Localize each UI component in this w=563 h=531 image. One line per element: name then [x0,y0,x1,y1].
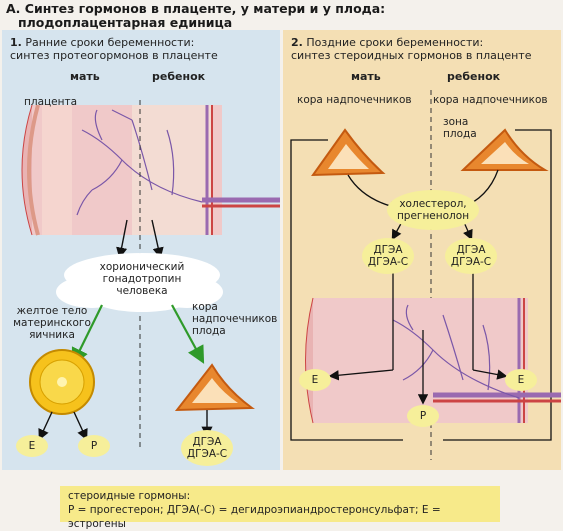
e-bubble-right [505,369,537,391]
adrenal-line1: кора [192,301,218,313]
arrow-to-p [73,411,88,441]
panel2-diagram [290,90,561,460]
arrow-to-hcg-left [116,219,128,259]
panel1-heading: 1. Ранние сроки беременности: синтез про… [10,36,218,62]
dhea-line2: ДГЭА-С [186,448,228,460]
footer-line1: стероидные гормоны: [68,490,191,502]
placenta-label: плацента [24,96,78,108]
panel1-heading-line2: синтез протеогормонов в плаценте [10,49,218,62]
fetal-adrenal-icon [174,363,255,412]
cholesterol-label: холестерол, прегненолон [383,198,483,222]
corpus-line1: желтое тело [16,305,88,317]
dhea-label-mother: ДГЭА ДГЭА-С [361,244,415,268]
panel1-heading-line1: Ранние сроки беременности: [25,36,195,49]
dhea-mother-line1: ДГЭА [373,244,403,256]
panel1-number: 1. [10,36,22,49]
arrow-to-e [38,411,53,441]
p-bubble [407,405,439,427]
panel2-heading-line2: синтез стероидных гормонов в плаценте [291,49,532,62]
green-arrow-to-corpus [71,304,103,366]
zone-line2: плода [443,128,477,140]
e-bubble-left [299,369,331,391]
arrow-to-hcg-right [151,219,164,259]
dhea-bubble-child [445,238,497,274]
panel2-col-mother: мать [351,70,381,83]
hcg-cloud [56,253,223,312]
p-label: P [419,410,427,422]
fetal-adrenal-zone-icon [460,128,549,171]
p-label: P [90,440,98,452]
maternal-adrenal-icon [311,128,386,177]
e-label: E [28,440,36,452]
zone-line1: зона [443,116,469,128]
placenta-tissue [21,104,280,236]
chol-line1: холестерол, [399,198,467,210]
hcg-line2: гонадотропин [102,273,182,285]
chol-line2: прегненолон [396,210,470,222]
panel1-col-mother: мать [70,70,100,83]
panel2-col-child: ребенок [447,70,501,83]
panel2-heading-line1: Поздние сроки беременности: [306,36,484,49]
panel2-number: 2. [291,36,303,49]
e-label-right: E [517,374,525,386]
loop-left [290,139,403,441]
dhea-label: ДГЭА ДГЭА-С [180,436,234,460]
p-bubble [78,435,110,457]
e-label-left: E [311,374,319,386]
title-line-1: А. Синтез гормонов в плаценте, у матери … [6,1,386,16]
hcg-line3: человека [116,285,168,297]
cortex-child-label: кора надпочечников [433,94,548,106]
footer-line2: P = прогестерон; ДГЭА(-С) = дегидроэпиан… [68,504,441,530]
fetal-adrenal-label: кора надпочечников плода [192,301,277,337]
cortex-mother-label: кора надпочечников [297,94,412,106]
corpus-line3: яичника [29,329,75,341]
adrenal-line3: плода [192,325,226,337]
green-arrow-to-adrenal [171,304,205,364]
dhea-child-line1: ДГЭА [456,244,486,256]
panel-early-pregnancy: 1. Ранние сроки беременности: синтез про… [2,30,280,470]
panel1-diagram [16,100,280,466]
corpus-luteum-label: желтое тело материнского яичника [2,305,102,341]
dhea-child-line2: ДГЭА-С [450,256,492,268]
corpus-luteum-icon [29,349,95,415]
panel-late-pregnancy: 2. Поздние сроки беременности: синтез ст… [283,30,561,470]
cholesterol-bubble [387,190,479,230]
loop-right [443,129,552,441]
dhea-bubble [181,430,233,466]
adrenal-line2: надпочечников [192,313,278,325]
e-bubble [16,435,48,457]
hcg-line1: хорионический [99,261,185,273]
title-line-2: плодоплацентарная единица [18,15,233,30]
dhea-mother-line2: ДГЭА-С [367,256,409,268]
dhea-bubble-mother [362,238,414,274]
placenta-tissue-late [305,297,561,424]
arrow-to-e-left [328,369,394,381]
legend-footer: стероидные гормоны: P = прогестерон; ДГЭ… [60,486,500,530]
fetal-zone-label: зона плода [443,116,477,140]
arrow-to-e-right [472,369,508,380]
dhea-line1: ДГЭА [192,436,222,448]
panel2-heading: 2. Поздние сроки беременности: синтез ст… [291,36,531,62]
panel1-col-child: ребенок [152,70,206,83]
corpus-line2: материнского [13,317,91,329]
hcg-label: хорионический гонадотропин человека [82,261,202,297]
figure-title: А. Синтез гормонов в плаценте, у матери … [6,2,385,30]
dhea-label-child: ДГЭА ДГЭА-С [444,244,498,268]
